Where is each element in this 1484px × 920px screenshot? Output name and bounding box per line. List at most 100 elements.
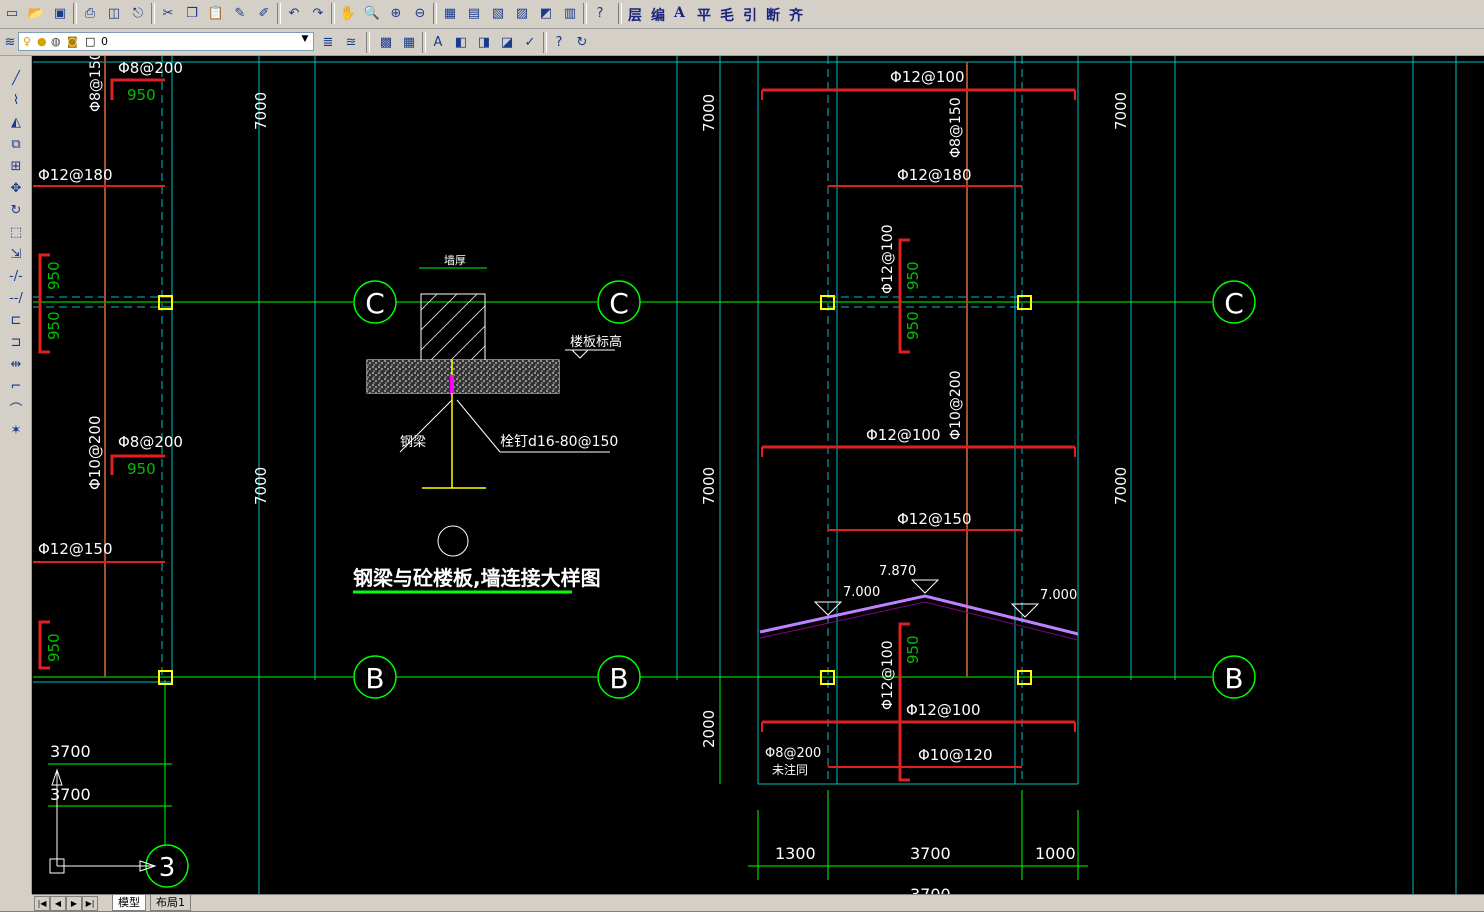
zoom-realtime-icon[interactable]: 🔍 <box>363 5 381 21</box>
axis-label-c-3: C <box>1224 287 1244 320</box>
block-icon[interactable]: ◧ <box>454 34 468 50</box>
zoom-previous-icon[interactable]: ⊖ <box>414 5 426 21</box>
refresh-icon[interactable]: ↻ <box>576 34 588 50</box>
tab-layout1[interactable]: 布局1 <box>150 895 191 911</box>
table-icon[interactable]: ▦ <box>402 34 416 50</box>
brush-icon[interactable]: ✐ <box>258 5 270 21</box>
drawing-label: Φ12@100 <box>880 640 896 710</box>
redo-icon[interactable]: ↷ <box>312 5 324 21</box>
drawing-label: 1300 <box>775 844 816 863</box>
help-icon[interactable]: ? <box>596 5 604 21</box>
fillet-icon[interactable]: ⌒ <box>9 402 23 418</box>
custom-tool-button[interactable]: 齐 <box>789 8 803 24</box>
first-tab-button[interactable]: |◀ <box>34 896 50 911</box>
open-icon[interactable]: 📂 <box>27 5 45 21</box>
drawing-label: 950 <box>127 86 156 104</box>
markup-icon[interactable]: ◩ <box>539 5 553 21</box>
last-tab-button[interactable]: ▶| <box>82 896 98 911</box>
stretch-icon[interactable]: ⇲ <box>10 246 22 262</box>
help2-icon[interactable]: ? <box>555 34 563 50</box>
offset-icon[interactable]: ⧉ <box>11 136 21 152</box>
command-line[interactable] <box>0 911 1484 920</box>
custom-tool-button[interactable]: 毛 <box>720 8 734 24</box>
design-center-icon[interactable]: ▤ <box>467 5 481 21</box>
attribute-icon[interactable]: ◪ <box>500 34 514 50</box>
custom-tool-button[interactable]: 编 <box>651 8 665 24</box>
publish-icon[interactable]: ⎋ <box>132 5 144 21</box>
custom-tool-button[interactable]: 层 <box>628 8 642 24</box>
chamfer-icon[interactable]: ⌐ <box>10 378 22 394</box>
axis-label-c-1: C <box>365 287 385 320</box>
wall-thickness-label: 墙厚 <box>444 253 466 267</box>
hatch-icon[interactable]: ▩ <box>379 34 393 50</box>
save-icon[interactable]: ▣ <box>53 5 67 21</box>
trim-icon[interactable]: -/- <box>9 268 23 284</box>
polyline-icon[interactable]: ⌇ <box>12 92 20 108</box>
steel-beam-label: 钢梁 <box>400 435 426 450</box>
scale-icon[interactable]: ⬚ <box>9 224 23 240</box>
layer-state-icon[interactable]: ≋ <box>4 34 16 50</box>
line-icon[interactable]: ╱ <box>12 70 20 86</box>
axis-label-c-2: C <box>609 287 629 320</box>
drawing-label: Φ12@100 <box>880 224 896 294</box>
join-icon[interactable]: ⇹ <box>10 356 22 372</box>
drawing-label: Φ8@200 <box>118 59 183 77</box>
custom-tool-button[interactable]: 平 <box>697 8 711 24</box>
layer-freeze-icon: ● <box>37 35 47 48</box>
drawing-label: Φ12@100 <box>906 701 981 719</box>
drawing-label: Φ12@180 <box>897 166 972 184</box>
cut-icon[interactable]: ✂ <box>162 5 174 21</box>
sheetset-icon[interactable]: ▨ <box>515 5 529 21</box>
undo-icon[interactable]: ↶ <box>288 5 300 21</box>
pan-icon[interactable]: ✋ <box>339 5 357 21</box>
break-point-icon[interactable]: ⊐ <box>10 334 22 350</box>
preview-icon[interactable]: ◫ <box>107 5 121 21</box>
calculator-icon[interactable]: ▥ <box>563 5 577 21</box>
drawing-canvas[interactable]: C C C B B B 墙厚 楼板标 <box>32 56 1484 894</box>
next-tab-button[interactable]: ▶ <box>66 896 82 911</box>
zoom-window-icon[interactable]: ⊕ <box>390 5 402 21</box>
move-icon[interactable]: ✥ <box>10 180 22 196</box>
custom-tool-button[interactable]: 断 <box>766 8 780 24</box>
drawing-label: Φ12@150 <box>38 540 113 558</box>
layer-previous-icon[interactable]: ≊ <box>345 34 357 50</box>
paste-icon[interactable]: 📋 <box>207 5 225 21</box>
tab-model[interactable]: 模型 <box>112 895 146 911</box>
drawing-label: 2000 <box>700 710 718 748</box>
drawing-label: 7000 <box>1112 92 1130 130</box>
rotate-icon[interactable]: ↻ <box>10 202 22 218</box>
toolbar-separator <box>433 3 437 24</box>
layer-dropdown[interactable]: ♀ ● ◍ ◙ □ 0 ▼ <box>18 32 314 51</box>
drawing-label: Φ12@100 <box>866 426 941 444</box>
custom-tool-button[interactable]: A <box>674 5 685 21</box>
drawing-label: 3700 <box>910 885 951 894</box>
custom-tool-button[interactable]: 引 <box>743 8 757 24</box>
layer-manager-icon[interactable]: ≣ <box>322 34 334 50</box>
drawing-label: 7000 <box>1112 467 1130 505</box>
array-icon[interactable]: ⊞ <box>10 158 22 174</box>
tool-palette-icon[interactable]: ▧ <box>491 5 505 21</box>
mirror-icon[interactable]: ◭ <box>11 114 21 130</box>
axis-bubble-labels: C C C B B B <box>365 287 1244 695</box>
break-icon[interactable]: ⊏ <box>10 312 22 328</box>
print-icon[interactable]: ⎙ <box>84 5 96 21</box>
drawing-label: 950 <box>45 311 63 340</box>
detail-drawing <box>353 267 615 594</box>
drawing-label: 950 <box>45 261 63 290</box>
drawing-label: Φ10@200 <box>948 370 964 440</box>
properties-icon[interactable]: ▦ <box>443 5 457 21</box>
explode-icon[interactable]: ✶ <box>10 422 22 438</box>
toolbar-separator <box>277 3 281 24</box>
match-prop-icon[interactable]: ✎ <box>234 5 246 21</box>
chevron-down-icon[interactable]: ▼ <box>301 34 309 44</box>
prev-tab-button[interactable]: ◀ <box>50 896 66 911</box>
text-style-icon[interactable]: A <box>433 34 443 50</box>
insert-icon[interactable]: ◨ <box>477 34 491 50</box>
detail-labels: 墙厚 楼板标高 钢梁 栓钉d16-80@150 钢梁与砼楼板,墙连接大样图 <box>353 253 622 590</box>
extend-icon[interactable]: --/ <box>9 290 23 306</box>
copy-icon[interactable]: ❐ <box>186 5 198 21</box>
query-icon[interactable]: ✓ <box>524 34 536 50</box>
new-icon[interactable]: ▭ <box>5 5 19 21</box>
toolbar-separator <box>543 32 547 53</box>
